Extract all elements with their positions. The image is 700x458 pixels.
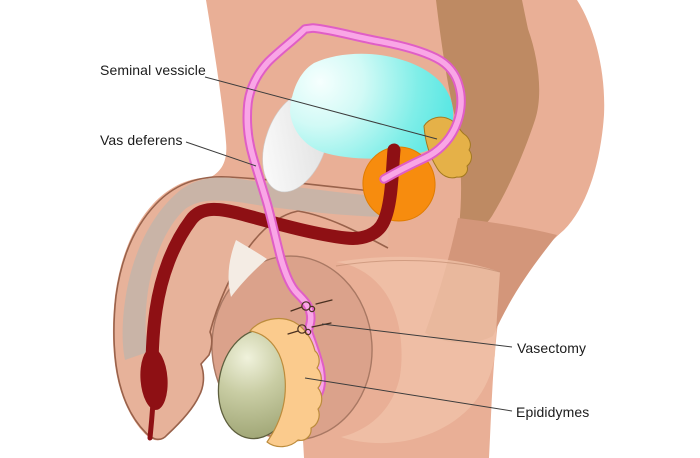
vas-deferens-tube-inner — [244, 25, 464, 400]
knot-thread — [311, 322, 332, 328]
label-vas-deferens: Vas deferens — [100, 132, 183, 148]
urethra-path — [145, 143, 401, 385]
urethra-bulb — [140, 348, 168, 410]
epididymis-shape — [249, 318, 323, 448]
urethra-tip — [147, 400, 156, 441]
knot-thread — [287, 330, 299, 335]
skin-gap-wedge — [228, 240, 267, 297]
penis-outline — [113, 175, 390, 441]
leader-line-vas-deferens — [185, 141, 257, 167]
knot-thread — [315, 299, 333, 305]
label-vasectomy: Vasectomy — [517, 340, 587, 356]
corpus-gray-band — [122, 177, 386, 360]
vasectomy-knot-upper — [290, 299, 333, 313]
thigh-crease-line — [335, 259, 501, 273]
label-seminal-vesicle: Seminal vessicle — [100, 62, 206, 78]
groin-highlight — [336, 256, 500, 444]
leader-line-seminal-vesicle — [204, 76, 438, 140]
knot-thread — [290, 306, 303, 312]
leader-line-vasectomy — [321, 323, 513, 348]
vasectomy-knot-lower — [287, 322, 332, 336]
leader-line-epididymes — [304, 377, 513, 412]
seminal-vesicle-shape — [423, 116, 472, 179]
label-epididymes: Epididymes — [516, 404, 590, 420]
leader-lines — [185, 76, 513, 412]
